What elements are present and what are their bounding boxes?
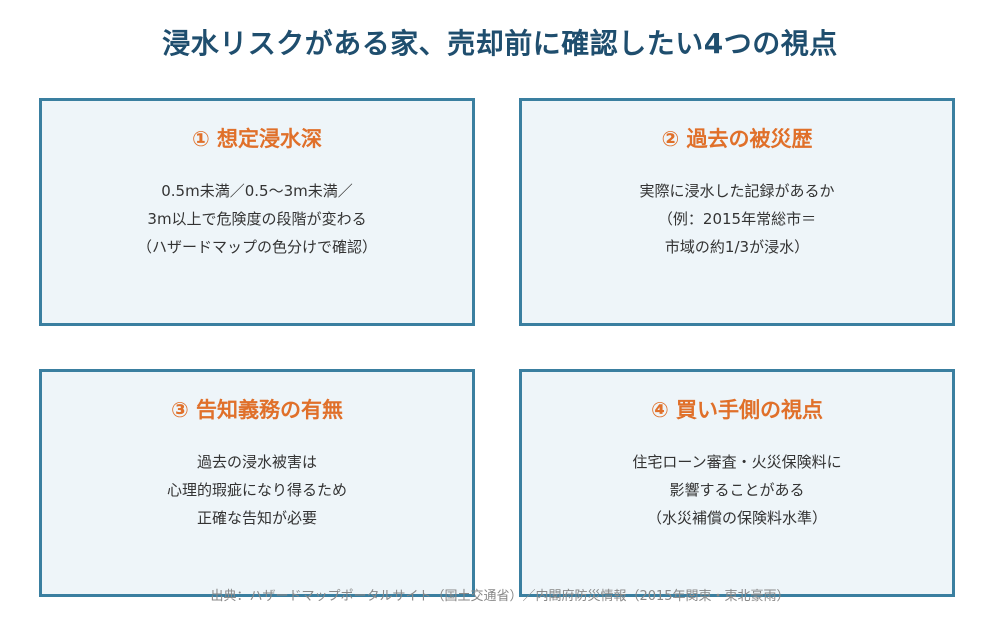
card-flood-depth: ① 想定浸水深 0.5m未満／0.5〜3m未満／ 3m以上で危険度の段階が変わる… xyxy=(39,98,475,326)
card-heading: ② 過去の被災歴 xyxy=(661,127,813,151)
card-line: 0.5m未満／0.5〜3m未満／ xyxy=(161,182,353,200)
card-body: 住宅ローン審査・火災保険料に 影響することがある （水災補償の保険料水準） xyxy=(532,448,942,532)
card-line: 市域の約1/3が浸水） xyxy=(664,238,810,256)
card-line: 正確な告知が必要 xyxy=(196,509,317,527)
source-note: 出典：ハザードマップポータルサイト（国土交通省）／内閣府防災情報（2015年関東… xyxy=(210,589,790,604)
card-line: （水災補償の保険料水準） xyxy=(646,509,827,527)
card-line: 心理的瑕疵になり得るため xyxy=(166,481,347,499)
card-heading: ① 想定浸水深 xyxy=(191,127,323,151)
card-line: 過去の浸水被害は xyxy=(196,453,317,471)
card-heading: ③ 告知義務の有無 xyxy=(170,398,344,422)
card-line: 住宅ローン審査・火災保険料に xyxy=(632,453,842,471)
card-body: 過去の浸水被害は 心理的瑕疵になり得るため 正確な告知が必要 xyxy=(52,448,462,532)
card-line: 実際に浸水した記録があるか xyxy=(639,182,835,200)
card-body: 実際に浸水した記録があるか （例：2015年常総市＝ 市域の約1/3が浸水） xyxy=(532,177,942,261)
card-line: （例：2015年常総市＝ xyxy=(657,210,817,228)
card-disaster-history: ② 過去の被災歴 実際に浸水した記録があるか （例：2015年常総市＝ 市域の約… xyxy=(519,98,955,326)
card-line: （ハザードマップの色分けで確認） xyxy=(136,238,377,256)
card-line: 3m以上で危険度の段階が変わる xyxy=(147,210,367,228)
page-title: 浸水リスクがある家、売却前に確認したい4つの視点 xyxy=(162,27,838,60)
card-body: 0.5m未満／0.5〜3m未満／ 3m以上で危険度の段階が変わる （ハザードマッ… xyxy=(52,177,462,261)
card-buyer-perspective: ④ 買い手側の視点 住宅ローン審査・火災保険料に 影響することがある （水災補償… xyxy=(519,369,955,597)
card-heading: ④ 買い手側の視点 xyxy=(650,398,824,422)
card-disclosure-duty: ③ 告知義務の有無 過去の浸水被害は 心理的瑕疵になり得るため 正確な告知が必要 xyxy=(39,369,475,597)
card-line: 影響することがある xyxy=(669,481,805,499)
